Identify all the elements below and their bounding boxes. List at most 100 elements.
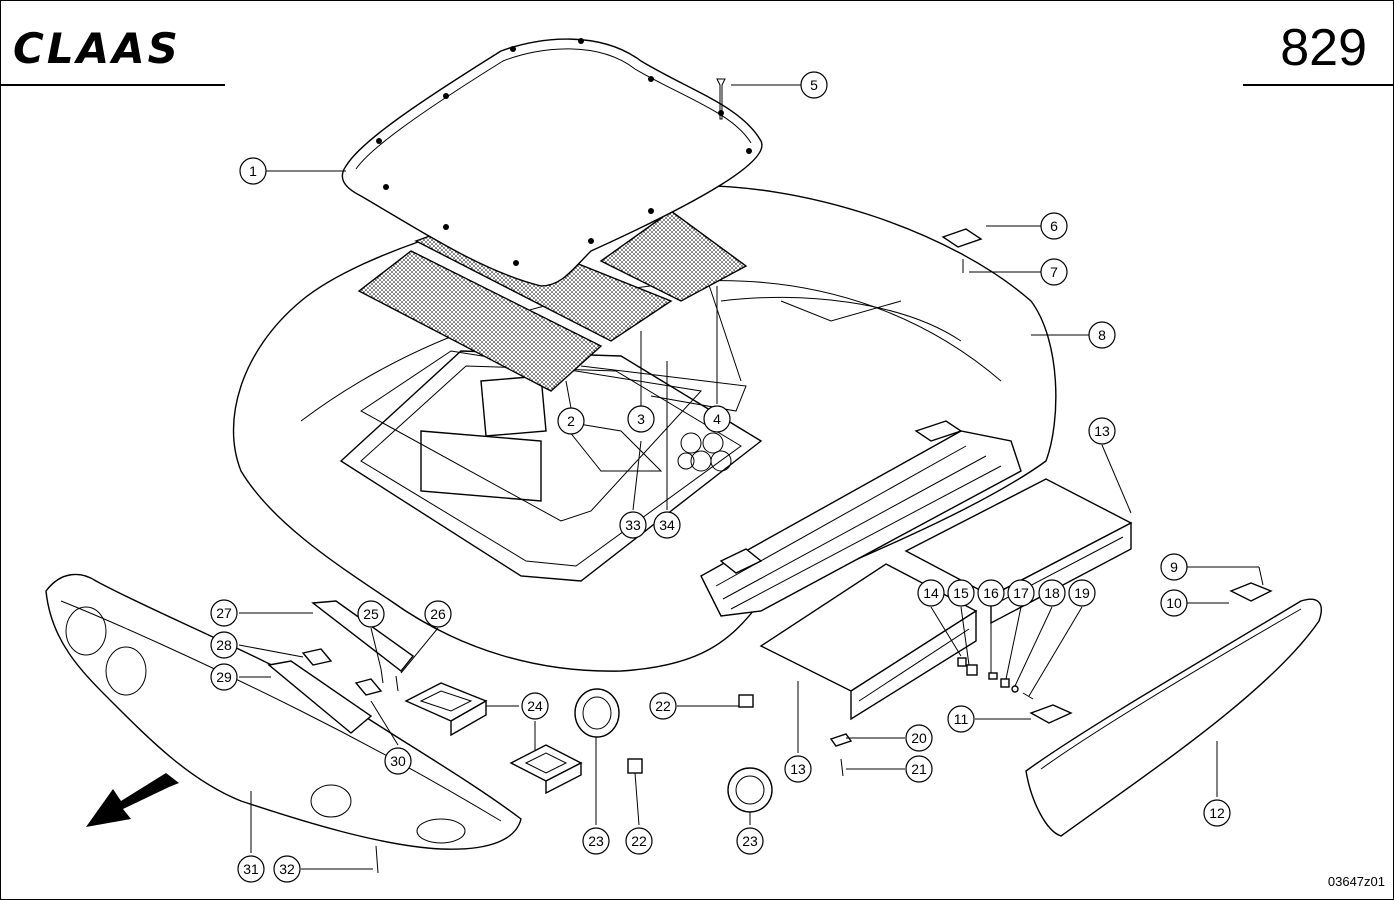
callout-bubble [703, 405, 731, 433]
callout-bubble [1068, 579, 1096, 607]
callout-bubble [649, 692, 677, 720]
callout-number: 19 [1074, 585, 1090, 601]
callout-number: 22 [631, 833, 647, 849]
callout-4: 4 [703, 405, 731, 433]
callout-11: 11 [947, 705, 975, 733]
roof-panel [341, 38, 763, 287]
callout-bubble [1088, 321, 1116, 349]
callout-12: 12 [1203, 799, 1231, 827]
callout-bubble [736, 827, 764, 855]
callout-19: 19 [1068, 579, 1096, 607]
screw-plate-a [380, 668, 384, 684]
callout-17: 17 [1007, 579, 1035, 607]
callout-bubble [619, 511, 647, 539]
callout-bubble [947, 579, 975, 607]
callout-number: 33 [625, 517, 641, 533]
callout-bubble [1160, 553, 1188, 581]
callout-bubble [625, 827, 653, 855]
cover-plate [267, 660, 373, 734]
callout-9: 9 [1160, 553, 1188, 581]
air-intake-grille [700, 420, 1022, 617]
callout-number: 29 [216, 669, 232, 685]
callout-bubble [521, 692, 549, 720]
callout-number: 34 [659, 517, 675, 533]
callout-bubble [1007, 579, 1035, 607]
callout-29: 29 [210, 663, 238, 691]
seal-gasket [360, 350, 702, 522]
callout-number: 24 [527, 698, 543, 714]
callout-18: 18 [1038, 579, 1066, 607]
callout-bubble [210, 599, 238, 627]
callout-bubble [784, 755, 812, 783]
callout-number: 7 [1050, 264, 1058, 280]
callout-34: 34 [653, 511, 681, 539]
screw-plate-b [395, 675, 399, 692]
front-visor-panel [45, 573, 522, 850]
callout-bubble [237, 855, 265, 883]
callout-bubble [627, 405, 655, 433]
roof-opening-frame [339, 350, 763, 582]
callout-28: 28 [210, 631, 238, 659]
callout-21: 21 [905, 755, 933, 783]
grommet-ring-a [574, 688, 620, 738]
callout-bubble [947, 705, 975, 733]
brand-logo: CLAAS [13, 24, 181, 73]
callout-bubble [210, 631, 238, 659]
seal-frame-lower [509, 744, 583, 795]
seal-frame-upper [404, 682, 488, 737]
callout-number: 9 [1170, 559, 1178, 575]
grommet-ring-b [727, 767, 773, 813]
callout-32: 32 [273, 855, 301, 883]
mesh-filter-right [599, 210, 748, 302]
callout-22: 22 [625, 827, 653, 855]
callout-bubble [1040, 258, 1068, 286]
callout-bubble [273, 855, 301, 883]
callout-bubble [1160, 589, 1188, 617]
callout-23: 23 [736, 827, 764, 855]
callout-number: 13 [1094, 423, 1110, 439]
callout-number: 10 [1166, 595, 1182, 611]
callout-bubble [424, 600, 452, 628]
callout-1: 1 [239, 157, 267, 185]
label-plate [301, 648, 333, 666]
callout-number: 23 [588, 833, 604, 849]
callout-number: 4 [713, 411, 721, 427]
callout-bubble [1038, 579, 1066, 607]
grommet-square-a [738, 694, 754, 708]
screw-visor [375, 845, 379, 874]
callout-bubble [210, 663, 238, 691]
callout-16: 16 [977, 579, 1005, 607]
clip-plate [941, 228, 983, 248]
callout-27: 27 [210, 599, 238, 627]
callout-26: 26 [424, 600, 452, 628]
callout-14: 14 [917, 579, 945, 607]
screw-roof-panel [716, 78, 726, 120]
callout-bubble [905, 724, 933, 752]
callout-bubble [582, 827, 610, 855]
callout-bubble [1203, 799, 1231, 827]
callout-number: 11 [954, 711, 969, 727]
callout-31: 31 [237, 855, 265, 883]
callout-number: 28 [216, 637, 232, 653]
callout-number: 23 [742, 833, 758, 849]
light-plate [311, 600, 415, 672]
callout-number: 12 [1209, 805, 1225, 821]
callout-number: 16 [983, 585, 999, 601]
grommet-square-b [627, 758, 643, 774]
callout-number: 22 [655, 698, 671, 714]
callout-bubble [977, 579, 1005, 607]
callout-bubble [917, 579, 945, 607]
callout-8: 8 [1088, 321, 1116, 349]
callout-bubble [239, 157, 267, 185]
callout-number: 18 [1044, 585, 1060, 601]
callout-number: 14 [923, 585, 939, 601]
clip-small [829, 733, 853, 747]
callout-number: 1 [249, 163, 257, 179]
callout-number: 27 [216, 605, 232, 621]
callout-bubble [357, 600, 385, 628]
brand-logo-text: CLAAS [13, 24, 181, 73]
callout-20: 20 [905, 724, 933, 752]
callout-number: 6 [1050, 218, 1058, 234]
callout-number: 15 [953, 585, 969, 601]
